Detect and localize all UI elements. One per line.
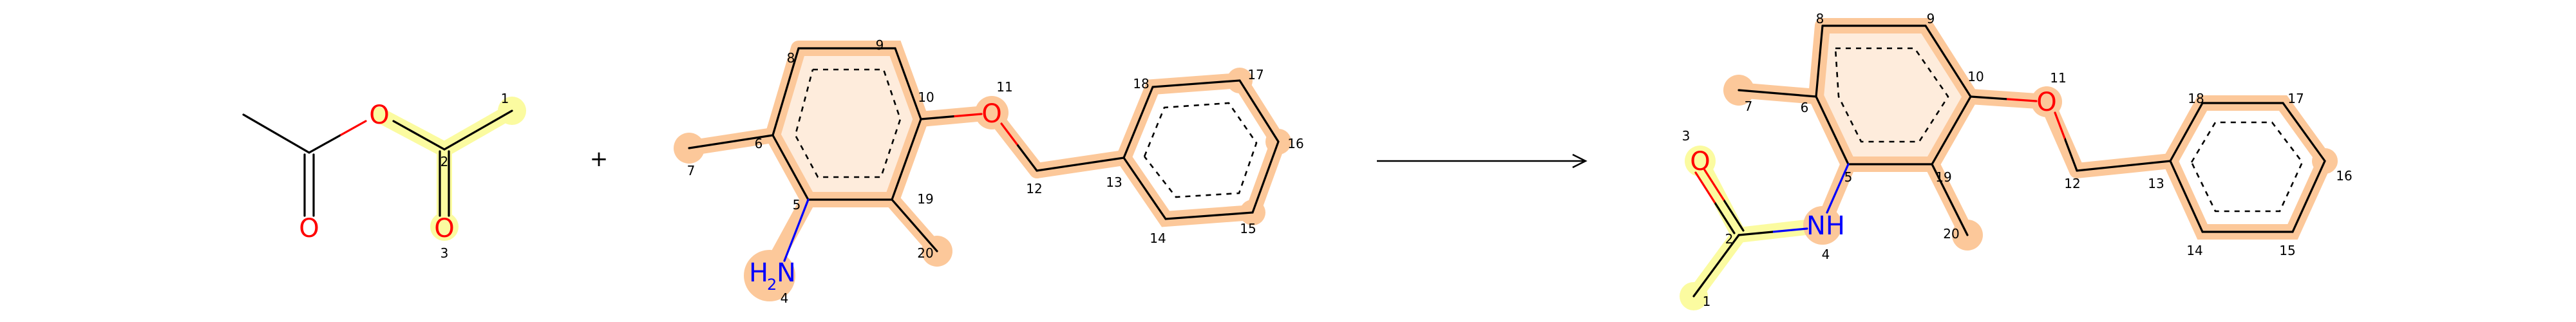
- atom-index-15-product: 15: [2279, 243, 2295, 258]
- atom-index-16-product: 16: [2336, 168, 2352, 184]
- atom-amine-subscript: 2: [767, 276, 777, 294]
- atom-index-19: 19: [917, 191, 933, 207]
- reaction-arrow: [1377, 153, 1587, 169]
- atom-index-20: 20: [917, 245, 933, 261]
- atom-index-11-product: 11: [2050, 70, 2066, 86]
- atom-index-15: 15: [1240, 221, 1256, 236]
- atom-index-14: 14: [1150, 231, 1166, 246]
- atom-index-20-product: 20: [1943, 226, 1959, 242]
- atom-index-9-product: 9: [1927, 11, 1935, 26]
- atom-amine-h: H: [749, 258, 768, 288]
- atom-index-4-product: 4: [1822, 247, 1830, 262]
- atom-o-carbonyl-right: O: [434, 214, 454, 243]
- atom-index-7-product: 7: [1745, 99, 1753, 114]
- atom-o-carbonyl-left: O: [299, 214, 319, 243]
- atom-index-2: 2: [440, 154, 449, 169]
- product-bonds: [1692, 24, 2326, 298]
- atom-index-9: 9: [876, 37, 884, 53]
- atom-amide-nh: NH: [1806, 211, 1845, 241]
- atom-index-10: 10: [918, 90, 934, 105]
- atom-index-5-product: 5: [1844, 169, 1853, 185]
- atom-ether-o-product: O: [2036, 88, 2056, 117]
- atom-index-5: 5: [793, 197, 801, 213]
- atom-index-13-product: 13: [2148, 176, 2164, 191]
- atom-index-6-product: 6: [1801, 100, 1809, 115]
- atom-index-3: 3: [440, 245, 449, 261]
- atom-carbonyl-o: O: [1690, 147, 1710, 176]
- atom-index-13: 13: [1106, 175, 1122, 190]
- atom-index-6: 6: [755, 136, 763, 151]
- plus-sign: +: [590, 146, 609, 172]
- atom-index-8: 8: [787, 50, 795, 66]
- atom-index-18-product: 18: [2188, 91, 2204, 106]
- atom-amine-n: N: [777, 258, 796, 288]
- atom-index-14-product: 14: [2186, 243, 2202, 258]
- reactant-amine: H 2 N O 4 5 6 7 8 9 10 11 12 13 14 15 16…: [674, 37, 1304, 306]
- atom-index-10-product: 10: [1967, 69, 1984, 84]
- atom-index-17-product: 17: [2287, 91, 2304, 106]
- atom-index-16: 16: [1287, 136, 1303, 151]
- atom-index-17: 17: [1247, 67, 1264, 82]
- atom-index-19-product: 19: [1935, 169, 1951, 185]
- product-acetamide: O NH O 1 2 3 4 5 6 7 8 9 10 11 12 13 14 …: [1680, 11, 2353, 310]
- reactant-1-bonds: [242, 109, 513, 217]
- atom-index-8-product: 8: [1816, 11, 1824, 26]
- reactant-2-bonds: [688, 47, 1280, 262]
- atom-index-12: 12: [1026, 181, 1042, 196]
- atom-index-1-product: 1: [1703, 294, 1711, 309]
- product-highlights: [1680, 18, 2338, 310]
- atom-index-1: 1: [501, 91, 509, 106]
- reactant-acetic-anhydride: O O O 1 2 3: [242, 91, 526, 261]
- atom-ether-o: O: [981, 99, 1001, 129]
- atom-index-18: 18: [1133, 76, 1149, 91]
- atom-index-3-product: 3: [1682, 128, 1690, 144]
- atom-o-ester: O: [369, 100, 389, 130]
- atom-index-2-product: 2: [1725, 231, 1734, 247]
- atom-index-7: 7: [687, 163, 696, 178]
- atom-index-12-product: 12: [2064, 176, 2080, 191]
- atom-index-11: 11: [996, 79, 1012, 95]
- atom-index-4: 4: [781, 290, 789, 306]
